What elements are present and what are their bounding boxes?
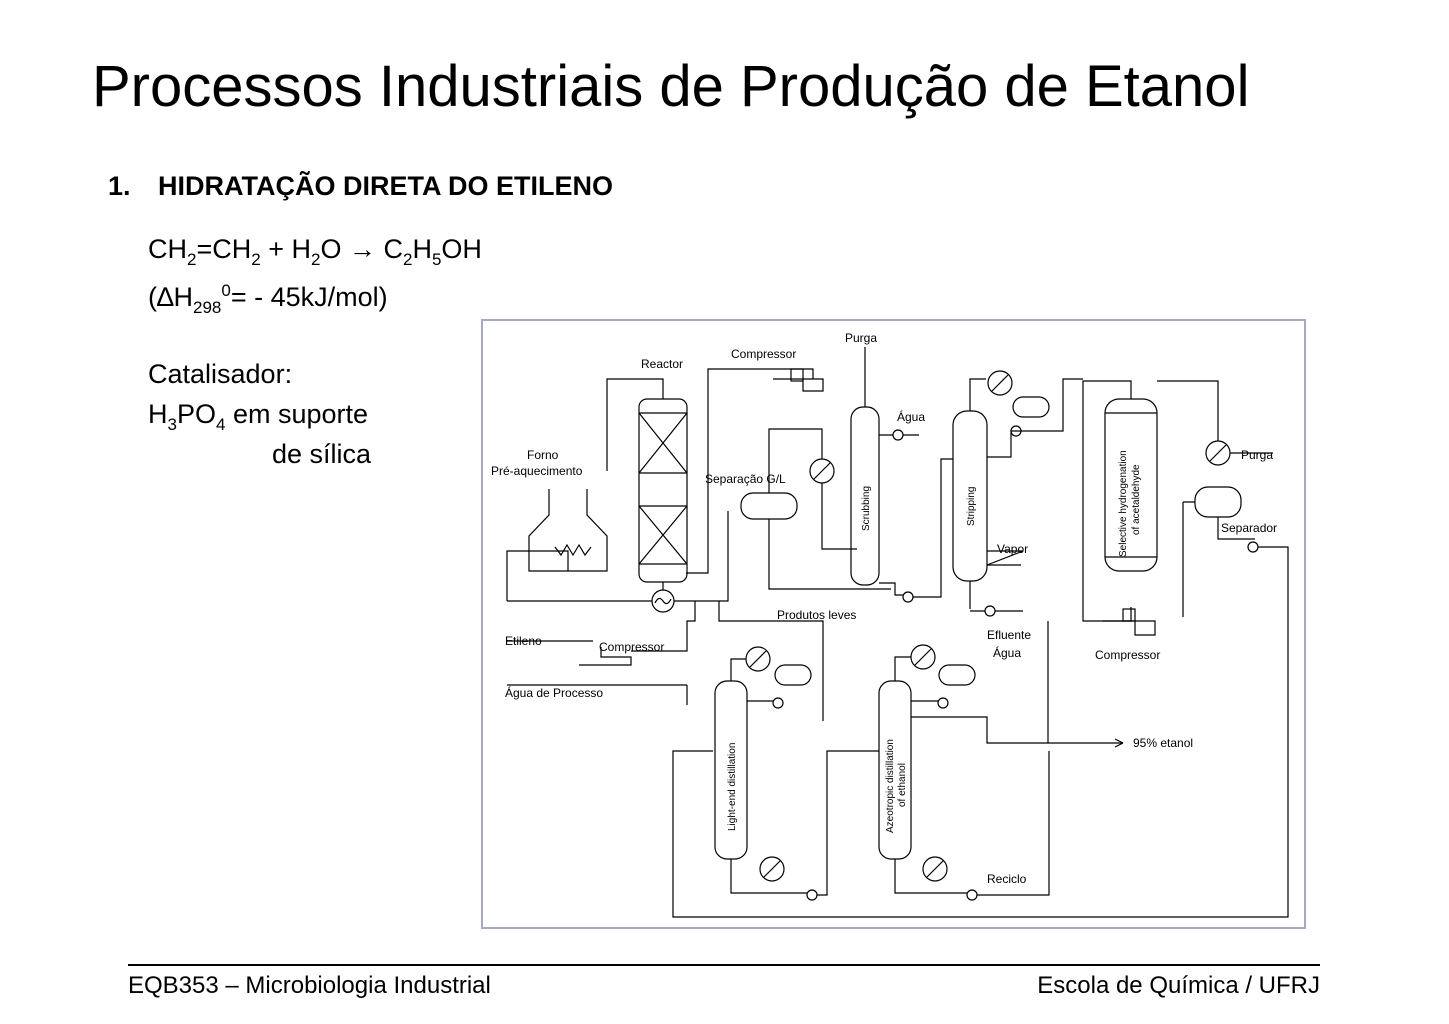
reaction-equation: CH2=CH2 + H2O → C2H5OH (148, 234, 482, 269)
label-process-water: Água de Processo (505, 685, 603, 700)
scrubbing-column (850, 347, 953, 603)
label-vapor: Vapor (997, 542, 1028, 556)
label-light-end: Light-end distillation (727, 743, 738, 831)
reaction-enthalpy: (∆H2980= - 45kJ/mol) (148, 281, 388, 317)
section-title: HIDRATAÇÃO DIRETA DO ETILENO (158, 171, 613, 201)
section-heading: 1. HIDRATAÇÃO DIRETA DO ETILENO (108, 168, 613, 204)
label-hydrogenation-2: of acetaldehyde (1131, 464, 1142, 535)
label-ethanol-95: 95% etanol (1133, 736, 1193, 750)
label-scrubbing: Scrubbing (861, 486, 872, 531)
label-azeotropic-1: Azeotropic distillation (885, 739, 896, 833)
compressor-mid-icon (579, 647, 632, 666)
label-purge-top: Purga (845, 331, 877, 345)
label-separator: Separador (1221, 521, 1277, 535)
footer-course: EQB353 – Microbiologia Industrial (128, 972, 491, 999)
label-effluent: Efluente (987, 628, 1031, 642)
process-flow-diagram: Reactor Compressor Purga Água Forno Pré-… (481, 319, 1306, 929)
section-number: 1. (108, 171, 131, 201)
label-preheating: Pré-aquecimento (491, 464, 583, 478)
label-azeotropic-2: of ethanol (897, 763, 908, 807)
label-hydrogenation-1: Selective hydrogenation (1118, 450, 1129, 557)
label-gl-separation: Separação G/L (705, 472, 786, 486)
reactor-column (638, 398, 688, 583)
label-compressor-top: Compressor (731, 347, 796, 361)
hydrogenation-reactor (1082, 380, 1158, 622)
compressor-top-icon (773, 368, 824, 392)
catalyst-support: de sílica (272, 439, 372, 469)
footer-divider (128, 964, 1320, 966)
label-light-products: Produtos leves (777, 608, 856, 622)
slide-title: Processos Industriais de Produção de Eta… (92, 54, 1250, 119)
stripping-column (952, 370, 1083, 617)
light-end-column (714, 646, 879, 901)
azeotropic-column (878, 621, 1123, 901)
label-purge-right: Purga (1241, 448, 1273, 462)
label-stripping: Stripping (966, 487, 977, 526)
label-water: Água (897, 409, 925, 424)
catalyst-formula: H3PO4 em suporte (148, 399, 369, 434)
label-compressor-right: Compressor (1095, 648, 1160, 662)
footer-institution: Escola de Química / UFRJ (1037, 972, 1320, 999)
label-effluent-water: Água (993, 645, 1021, 660)
compressor-right-icon (1103, 608, 1156, 636)
separator-unit (672, 380, 1289, 918)
label-ethylene: Etileno (505, 634, 542, 648)
label-compressor-mid: Compressor (599, 640, 664, 654)
label-recycle: Reciclo (987, 872, 1027, 886)
label-furnace: Forno (527, 448, 559, 462)
catalyst-label: Catalisador: (148, 359, 293, 389)
gl-separator (740, 428, 891, 590)
label-reactor: Reactor (641, 357, 683, 371)
